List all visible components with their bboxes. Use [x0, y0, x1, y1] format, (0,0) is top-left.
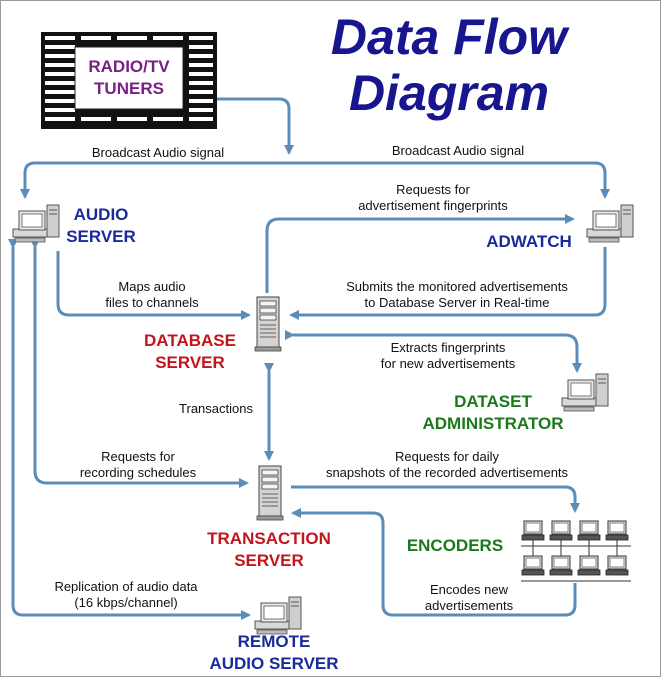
encoders-label: ENCODERS [406, 536, 504, 555]
transaction-server-label: TRANSACTION SERVER [207, 529, 331, 570]
broadcast-right-label: Broadcast Audio signal [391, 143, 525, 158]
recording-requests-label: Requests for recording schedules [79, 449, 197, 480]
broadcast-left-arrow [20, 161, 289, 199]
snapshot-requests-label: Requests for daily snapshots of the reco… [325, 449, 569, 480]
encodes-label: Encodes new advertisements [424, 582, 514, 613]
maps-audio-label: Maps audio files to channels [105, 279, 199, 310]
dataset-admin-label: DATASET ADMINISTRATOR [422, 392, 564, 433]
submits-ads-arrow [289, 247, 607, 320]
audio-server-computer-icon [12, 204, 60, 243]
title-line-2: Diagram [348, 65, 550, 121]
submits-ads-label: Submits the monitored advertisements to … [346, 279, 568, 310]
fingerprint-requests-label: Requests for advertisement fingerprints [358, 182, 508, 213]
encodes-ads-arrow [291, 508, 577, 617]
snapshot-request-arrow [291, 485, 580, 513]
audio-server-label: AUDIO SERVER [66, 205, 136, 246]
replication-arrow [8, 239, 251, 620]
adwatch-label: ADWATCH [486, 232, 572, 251]
database-server-tower-icon [254, 296, 282, 352]
broadcast-right-arrow [289, 161, 610, 199]
remote-audio-server-computer-icon [254, 596, 302, 635]
diagram-title: Data Flow Diagram [319, 9, 579, 121]
adwatch-computer-icon [586, 204, 634, 243]
broadcast-left-label: Broadcast Audio signal [91, 145, 225, 160]
encoders-cluster-icon [521, 520, 631, 582]
fingerprint-request-arrow [265, 214, 575, 293]
tuners-label: RADIO/TV TUNERS [88, 57, 170, 98]
database-server-label: DATABASE SERVER [144, 331, 236, 372]
remote-audio-server-label: REMOTE AUDIO SERVER [209, 632, 339, 673]
title-line-1: Data Flow [330, 9, 568, 65]
extracts-label: Extracts fingerprints for new advertisem… [380, 340, 516, 371]
transactions-label: Transactions [179, 401, 253, 416]
tuner-rack-icon [41, 32, 217, 129]
tuners-feed-arrow [216, 97, 294, 155]
replication-label: Replication of audio data (16 kbps/chann… [54, 579, 198, 610]
transaction-server-tower-icon [256, 465, 284, 521]
extracts-fingerprints-arrow [285, 330, 582, 373]
